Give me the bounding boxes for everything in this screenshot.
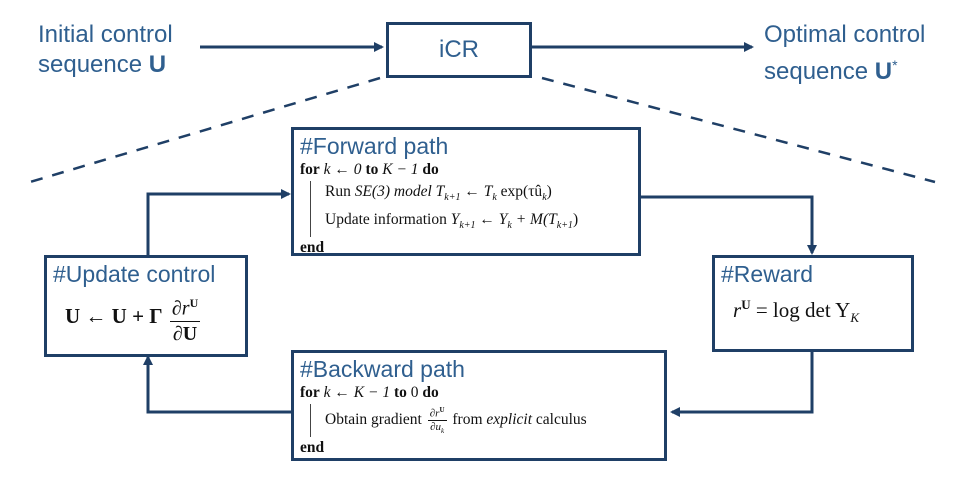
forward-end: end [300, 239, 325, 257]
forward-loop-body: Run SE(3) model Tk+1 ← Tk exp(τûk) Updat… [310, 181, 632, 238]
icr-box: iCR [386, 22, 532, 78]
update-fraction: ∂rU ∂U [169, 291, 201, 346]
reward-equation: rU = log det YK [733, 297, 859, 326]
forward-loop-header: for k ← 0 to K − 1 do [300, 161, 439, 178]
reward-box: #Reward rU = log det YK [712, 255, 914, 352]
backward-end: end [300, 438, 325, 456]
backward-path-box: #Backward path for k ← K − 1 to 0 do Obt… [291, 350, 667, 461]
input-label: Initial control sequence U [38, 21, 173, 78]
backward-line-1: Obtain gradient ∂rU ∂uk from explicit ca… [325, 406, 587, 435]
forward-to-reward-arrow [641, 195, 817, 255]
forward-path-box: #Forward path for k ← 0 to K − 1 do Run … [291, 127, 641, 256]
gradient-fraction: ∂rU ∂uk [427, 406, 447, 435]
update-control-title: #Update control [53, 261, 216, 287]
backward-loop-body: Obtain gradient ∂rU ∂uk from explicit ca… [310, 404, 658, 437]
zoom-line-right [541, 76, 936, 184]
forward-line-1: Run SE(3) model Tk+1 ← Tk exp(τûk) [325, 183, 552, 204]
output-label: Optimal control sequence U* [764, 21, 926, 85]
update-control-box: #Update control U ← U + Γ ∂rU ∂U [44, 255, 248, 357]
backward-loop-header: for k ← K − 1 to 0 do [300, 384, 439, 401]
backward-path-title: #Backward path [300, 356, 465, 382]
icr-label: iCR [439, 36, 479, 63]
forward-line-2: Update information Yk+1 ← Yk + M(Tk+1) [325, 211, 579, 232]
update-to-forward-arrow [146, 189, 291, 255]
backward-to-update-arrow [143, 355, 292, 414]
update-control-equation: U ← U + Γ ∂rU ∂U [53, 291, 239, 346]
forward-path-title: #Forward path [300, 133, 449, 159]
zoom-line-left [29, 76, 381, 184]
reward-title: #Reward [721, 261, 814, 287]
reward-to-backward-arrow [670, 352, 814, 417]
